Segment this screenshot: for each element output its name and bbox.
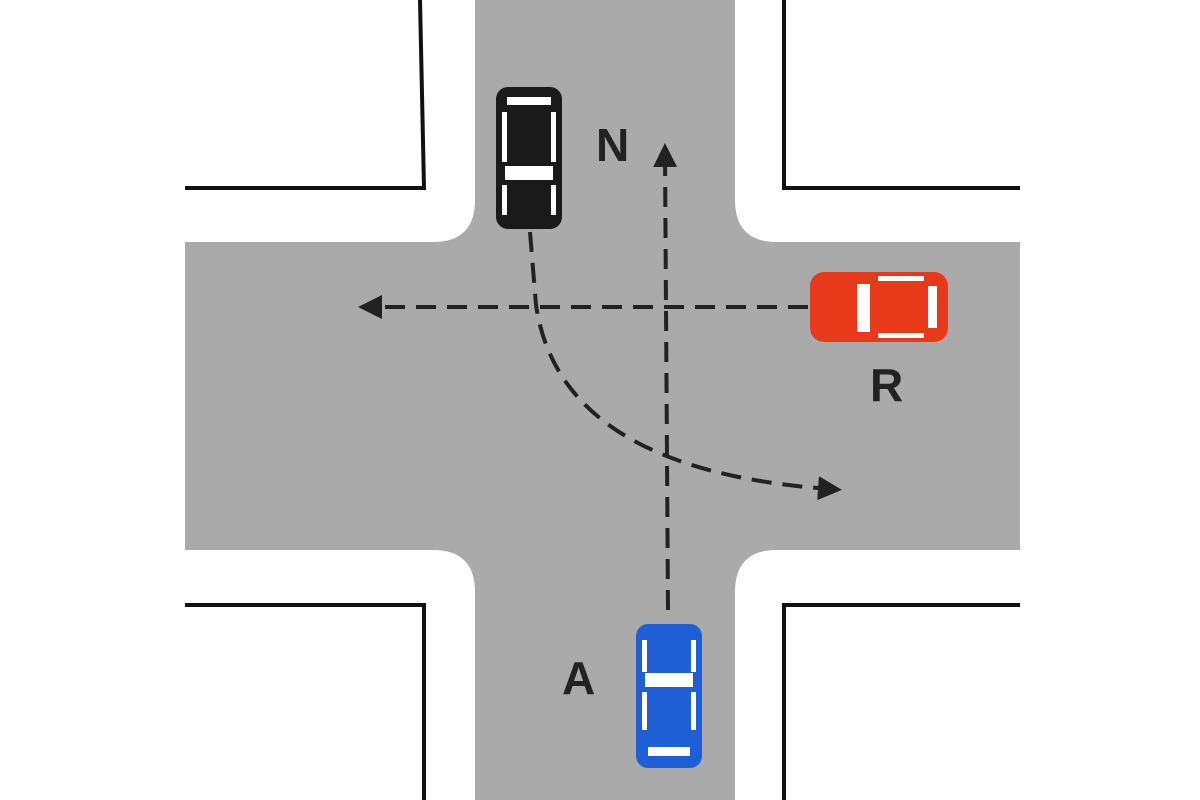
vehicle-r-side-window-top [878,276,924,281]
curb-top-right [782,0,1020,190]
vehicle-a-rear-side-right [691,692,696,730]
vehicle-a-rear-side-left [642,692,647,730]
road-surface [185,0,1020,800]
curb-top-left [185,0,427,190]
vehicle-n-front-pillar-right [551,185,556,215]
path-vehicle-n-left-turn [528,231,842,501]
vehicle-n-front-pillar-left [502,185,507,215]
vehicle-n-body [496,87,562,229]
vehicle-a-side-window-right [691,640,696,672]
vehicle-n-windshield [505,166,553,180]
vehicle-n-label: N [596,119,629,171]
path-vehicle-a-straight [653,143,678,611]
vehicle-n-side-window-right [551,112,556,162]
vehicle-r-body [810,272,948,342]
vehicle-n-side-window-left [502,112,507,162]
vehicle-n-rear-window [507,97,551,105]
curb-bottom-left [185,603,426,800]
curb-lines [185,0,1020,800]
vehicle-a-car [636,624,702,768]
vehicle-paths [358,143,842,611]
vehicle-r-side-window-bottom [878,333,924,338]
vehicle-r-label: R [870,359,903,411]
vehicle-n-car [496,87,562,229]
vehicle-a-rear-window [648,747,690,756]
vehicle-a-body [636,624,702,768]
vehicle-a-windshield [645,673,693,687]
curb-bottom-right [782,603,1020,800]
vehicle-a-label: A [562,652,595,704]
vehicle-r-windshield [857,284,870,332]
vehicle-a-side-window-left [642,640,647,672]
vehicle-r-rear-window [928,286,937,328]
vehicle-r-car [810,272,948,342]
